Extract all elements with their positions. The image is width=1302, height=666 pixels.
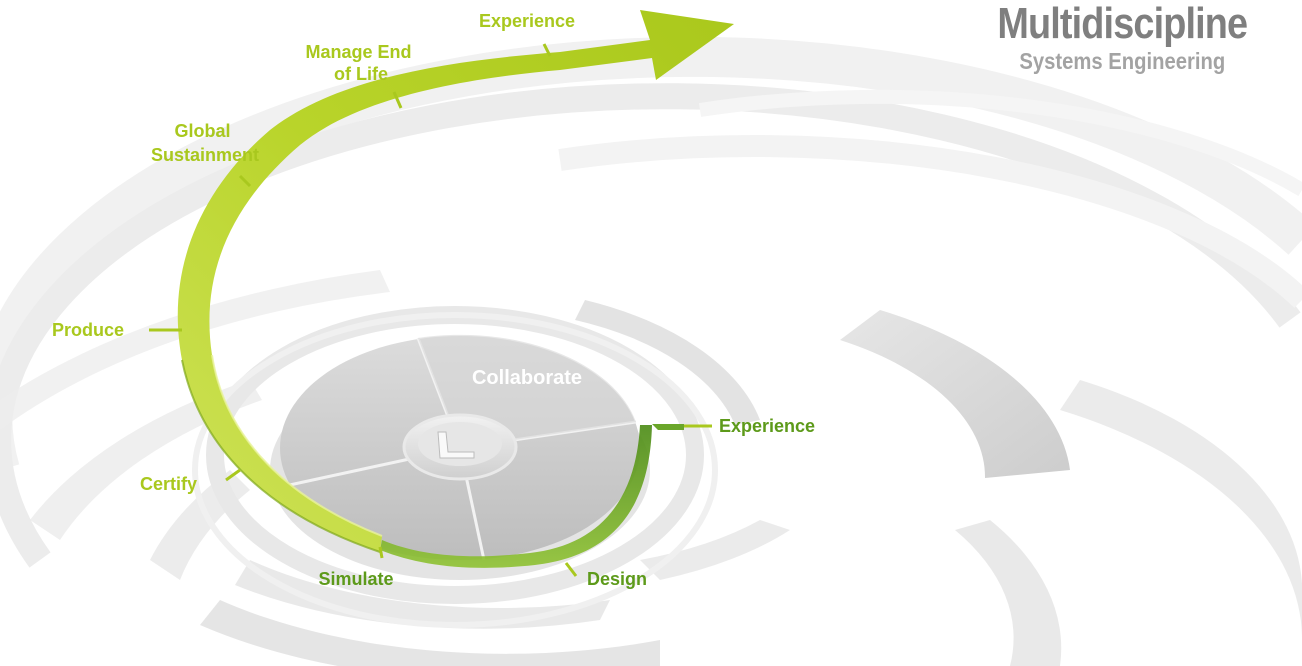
label-global-sustainment-line1: Global [174,121,230,141]
label-certify: Certify [140,474,197,494]
page-title: Multidiscipline [997,0,1249,48]
label-experience-right: Experience [719,416,815,436]
lifecycle-arrow [177,10,734,568]
label-global-sustainment-line2: Sustainment [151,145,259,165]
label-manage-end-of-life: Manage End of Life [305,42,416,84]
tick-simulate [378,546,384,559]
label-manage-end-of-life-line2: of Life [334,64,388,84]
tick-certify [225,468,241,482]
label-design: Design [587,569,647,589]
collaborate-disc: Collaborate [270,334,650,580]
label-experience-top: Experience [479,11,575,31]
tick-manage-end-of-life [392,91,403,109]
tick-experience-top [542,43,552,57]
label-produce: Produce [52,320,124,340]
tick-design [564,562,578,577]
label-manage-end-of-life-line1: Manage End [305,42,411,62]
title-block: Multidiscipline Systems Engineering [977,0,1268,74]
label-global-sustainment: Global Sustainment [151,121,259,165]
stage-ticks [149,43,712,577]
collaborate-label: Collaborate [472,367,582,389]
page-subtitle: Systems Engineering [1019,48,1226,74]
background-rings [0,36,1302,666]
tick-global-sustainment [238,174,252,188]
stage-labels: Experience Manage End of Life Global Sus… [52,11,815,589]
label-simulate: Simulate [318,569,393,589]
